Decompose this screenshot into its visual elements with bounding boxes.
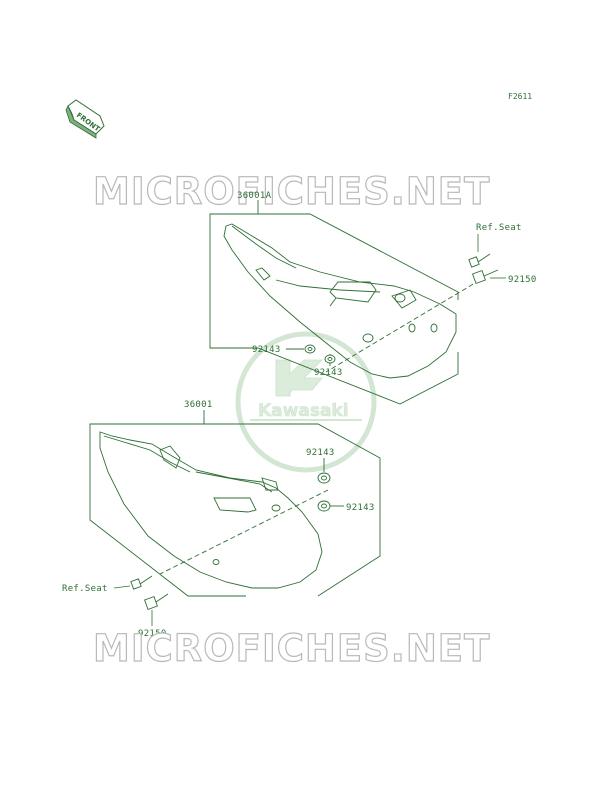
watermark-bottom: MICROFICHES.NET: [93, 627, 490, 670]
upper-bolt-icon: [468, 253, 499, 284]
lower-side-cover: [99, 431, 323, 589]
logo-text: Kawasaki: [258, 401, 349, 421]
upper-assembly: [209, 200, 481, 405]
label-lower-92143-b: 92143: [346, 503, 375, 513]
lower-bolt-icon: [130, 575, 169, 610]
kawasaki-logo: Kawasaki: [235, 331, 377, 473]
label-lower-92150: 92150: [138, 629, 167, 639]
label-upper-92150: 92150: [508, 275, 537, 285]
label-36001: 36001: [184, 400, 213, 410]
label-upper-92143-b: 92143: [314, 368, 343, 378]
label-upper-ref-seat: Ref.Seat: [476, 223, 522, 233]
upper-boundary: [258, 213, 459, 300]
label-36001A: 36001A: [237, 191, 272, 201]
watermark-top: MICROFICHES.NET: [93, 170, 490, 213]
lower-assembly: [89, 410, 381, 597]
upper-side-cover: [223, 223, 457, 379]
lower-boundary: [89, 423, 246, 597]
upper-grommet-icon: [304, 344, 336, 364]
front-arrow-icon: FRONT: [65, 99, 105, 139]
figure-id: F2611: [508, 92, 532, 101]
label-lower-92143-a: 92143: [306, 448, 335, 458]
label-lower-ref-seat: Ref.Seat: [62, 584, 108, 594]
label-upper-92143-a: 92143: [252, 345, 281, 355]
lower-grommet-icon: [317, 472, 331, 512]
